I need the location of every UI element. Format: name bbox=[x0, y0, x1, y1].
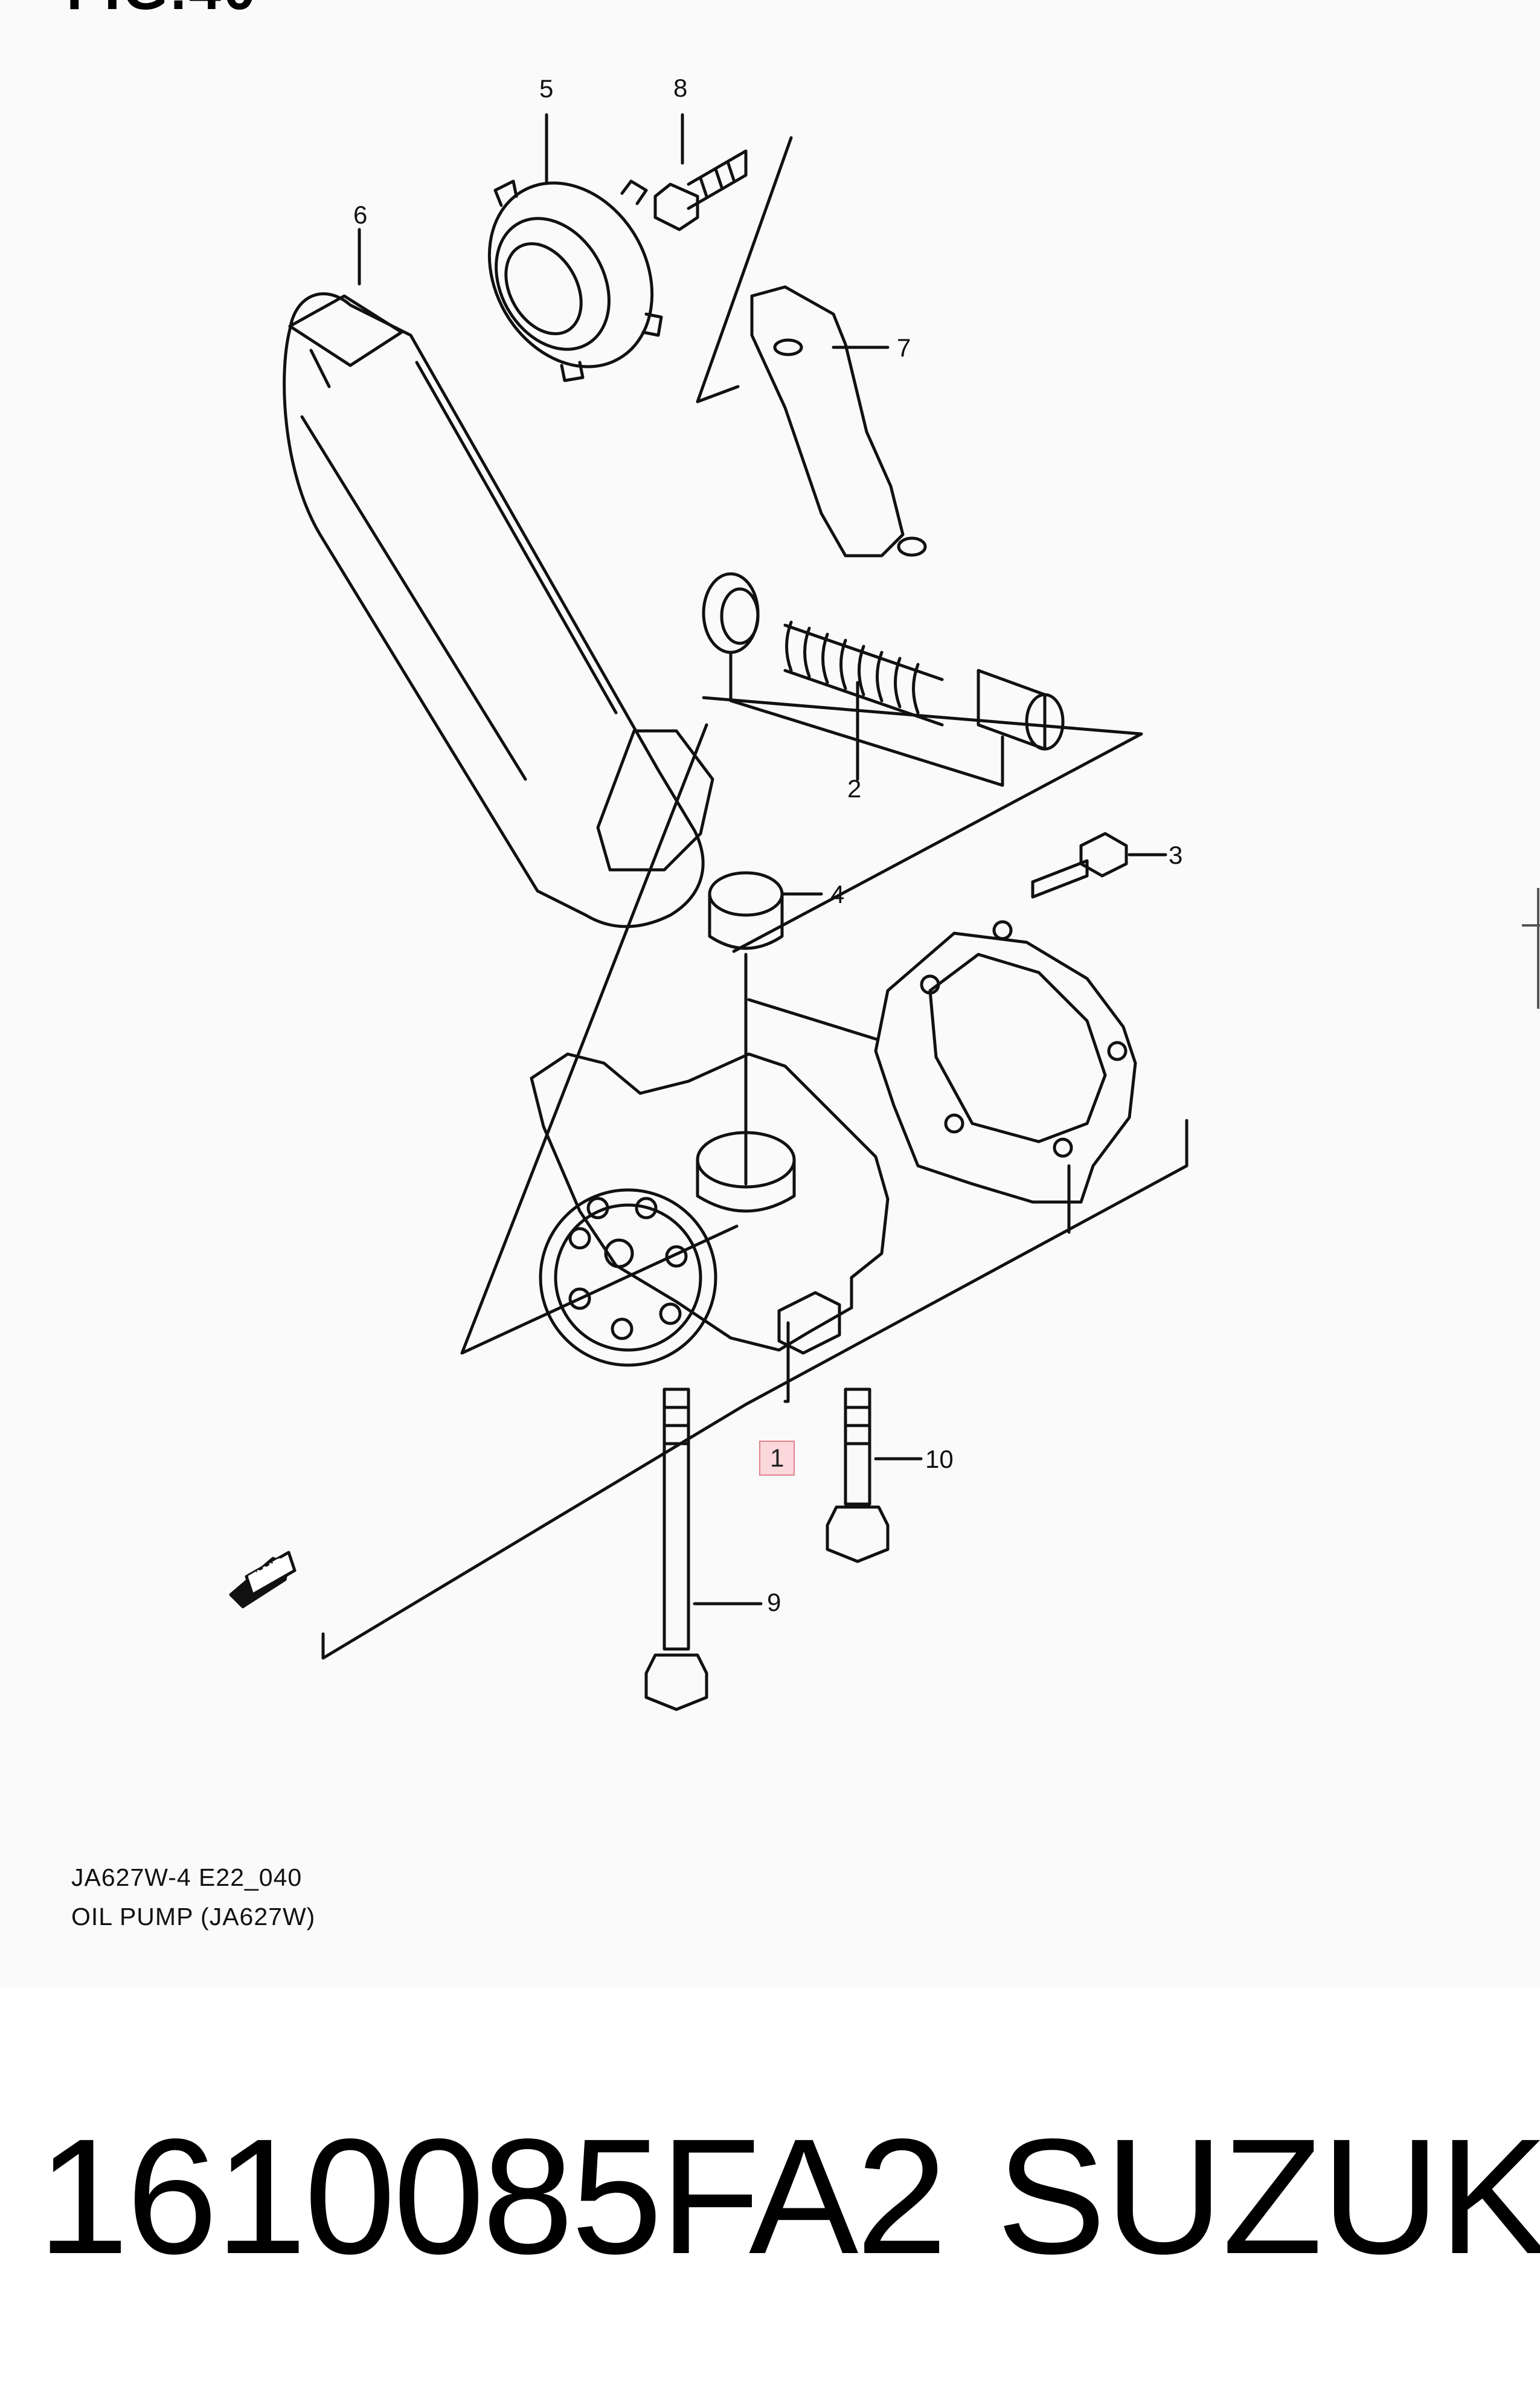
part-6-chain bbox=[283, 113, 714, 928]
part-3-bolt bbox=[1031, 832, 1167, 899]
figure-label: FIG.40 bbox=[66, 0, 258, 23]
fwd-arrow-icon bbox=[229, 1551, 297, 1609]
bolt-frame bbox=[321, 1119, 1189, 1660]
callout-2[interactable]: 2 bbox=[847, 774, 862, 803]
part-8-bolt bbox=[653, 149, 748, 231]
part-2-relief-valve bbox=[702, 572, 1143, 953]
brand-name: SUZUKI bbox=[996, 2104, 1540, 2288]
diagram-code: JA627W-4 E22_040 bbox=[71, 1863, 303, 1891]
callout-4[interactable]: 4 bbox=[830, 880, 845, 908]
callout-6[interactable]: 6 bbox=[353, 201, 368, 229]
callout-8[interactable]: 8 bbox=[673, 74, 688, 102]
part-10-bolt bbox=[826, 1387, 923, 1563]
callout-5[interactable]: 5 bbox=[539, 74, 554, 103]
part-number: 1610085FA2 bbox=[37, 2104, 948, 2288]
callout-3[interactable]: 3 bbox=[1169, 841, 1183, 869]
edge-line bbox=[1537, 888, 1539, 1009]
part-7-bracket bbox=[696, 136, 927, 558]
callout-1[interactable]: 1 bbox=[759, 1441, 795, 1476]
edge-tick bbox=[1522, 924, 1540, 927]
part-4-cap bbox=[708, 871, 823, 1186]
part-9-bolt bbox=[644, 1387, 763, 1711]
pump-frame bbox=[460, 723, 739, 1355]
callout-7[interactable]: 7 bbox=[897, 333, 911, 362]
pump-cover bbox=[747, 920, 1137, 1204]
part-5-sprocket bbox=[487, 179, 663, 382]
diagram-title: OIL PUMP (JA627W) bbox=[71, 1903, 316, 1931]
callout-10[interactable]: 10 bbox=[925, 1445, 954, 1473]
oil-pump-exploded-diagram bbox=[229, 113, 1189, 1711]
diagram-panel: FIG.40 bbox=[66, 0, 1540, 1931]
part-1-oil-pump bbox=[530, 1052, 890, 1403]
callout-9[interactable]: 9 bbox=[767, 1588, 781, 1616]
